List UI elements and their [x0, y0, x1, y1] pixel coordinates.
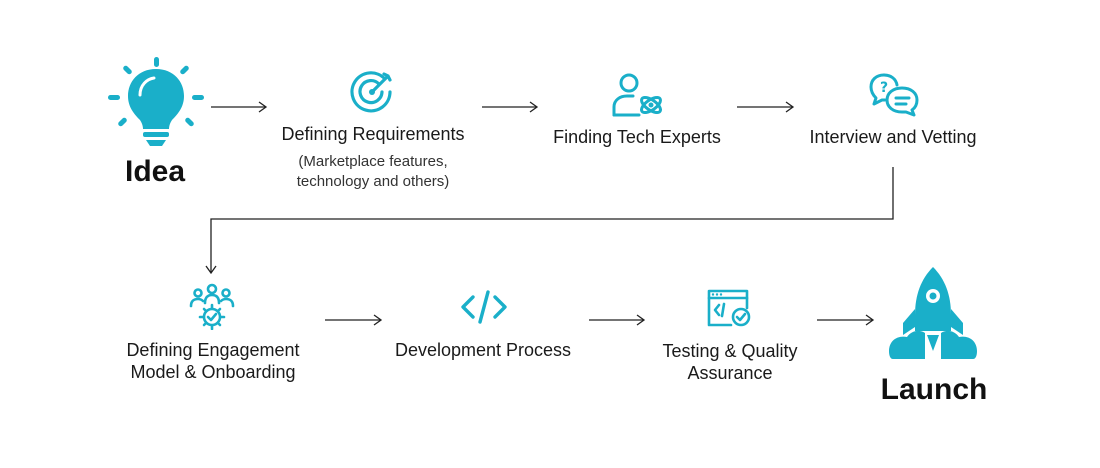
step-engagement-label-line-1: Defining Engagement	[126, 340, 300, 360]
user-atom-icon	[612, 73, 662, 117]
step-defining-requirements-note-line-1: (Marketplace features,	[298, 153, 448, 170]
step-development-label: Development Process	[394, 340, 572, 360]
end-label: Launch	[880, 373, 988, 406]
code-icon	[461, 290, 507, 324]
svg-text:?: ?	[880, 80, 888, 96]
team-gear-icon	[189, 283, 235, 330]
code-check-icon	[707, 289, 751, 327]
step-interview-vetting-label: Interview and Vetting	[809, 127, 977, 147]
arrow-engagement-to-development	[325, 314, 383, 326]
rocket-icon	[889, 267, 977, 359]
arrow-interview-to-engagement	[205, 167, 894, 275]
step-defining-requirements-label: Defining Requirements	[281, 124, 465, 144]
step-testing-label-line-1: Testing & Quality	[662, 341, 798, 361]
arrow-requirements-to-experts	[482, 101, 539, 113]
step-engagement-label-line-2: Model & Onboarding	[130, 362, 296, 382]
step-testing-label-line-2: Assurance	[687, 363, 773, 383]
chat-question-icon: ?	[869, 73, 919, 117]
arrow-idea-to-requirements	[211, 101, 268, 113]
lightbulb-icon	[108, 57, 204, 146]
target-icon	[350, 71, 392, 113]
step-defining-requirements-note-line-2: technology and others)	[296, 173, 450, 190]
arrow-experts-to-interview	[737, 101, 795, 113]
start-label: Idea	[124, 155, 186, 188]
step-finding-experts-label: Finding Tech Experts	[553, 127, 721, 147]
arrow-development-to-testing	[589, 314, 646, 326]
arrow-testing-to-launch	[817, 314, 875, 326]
